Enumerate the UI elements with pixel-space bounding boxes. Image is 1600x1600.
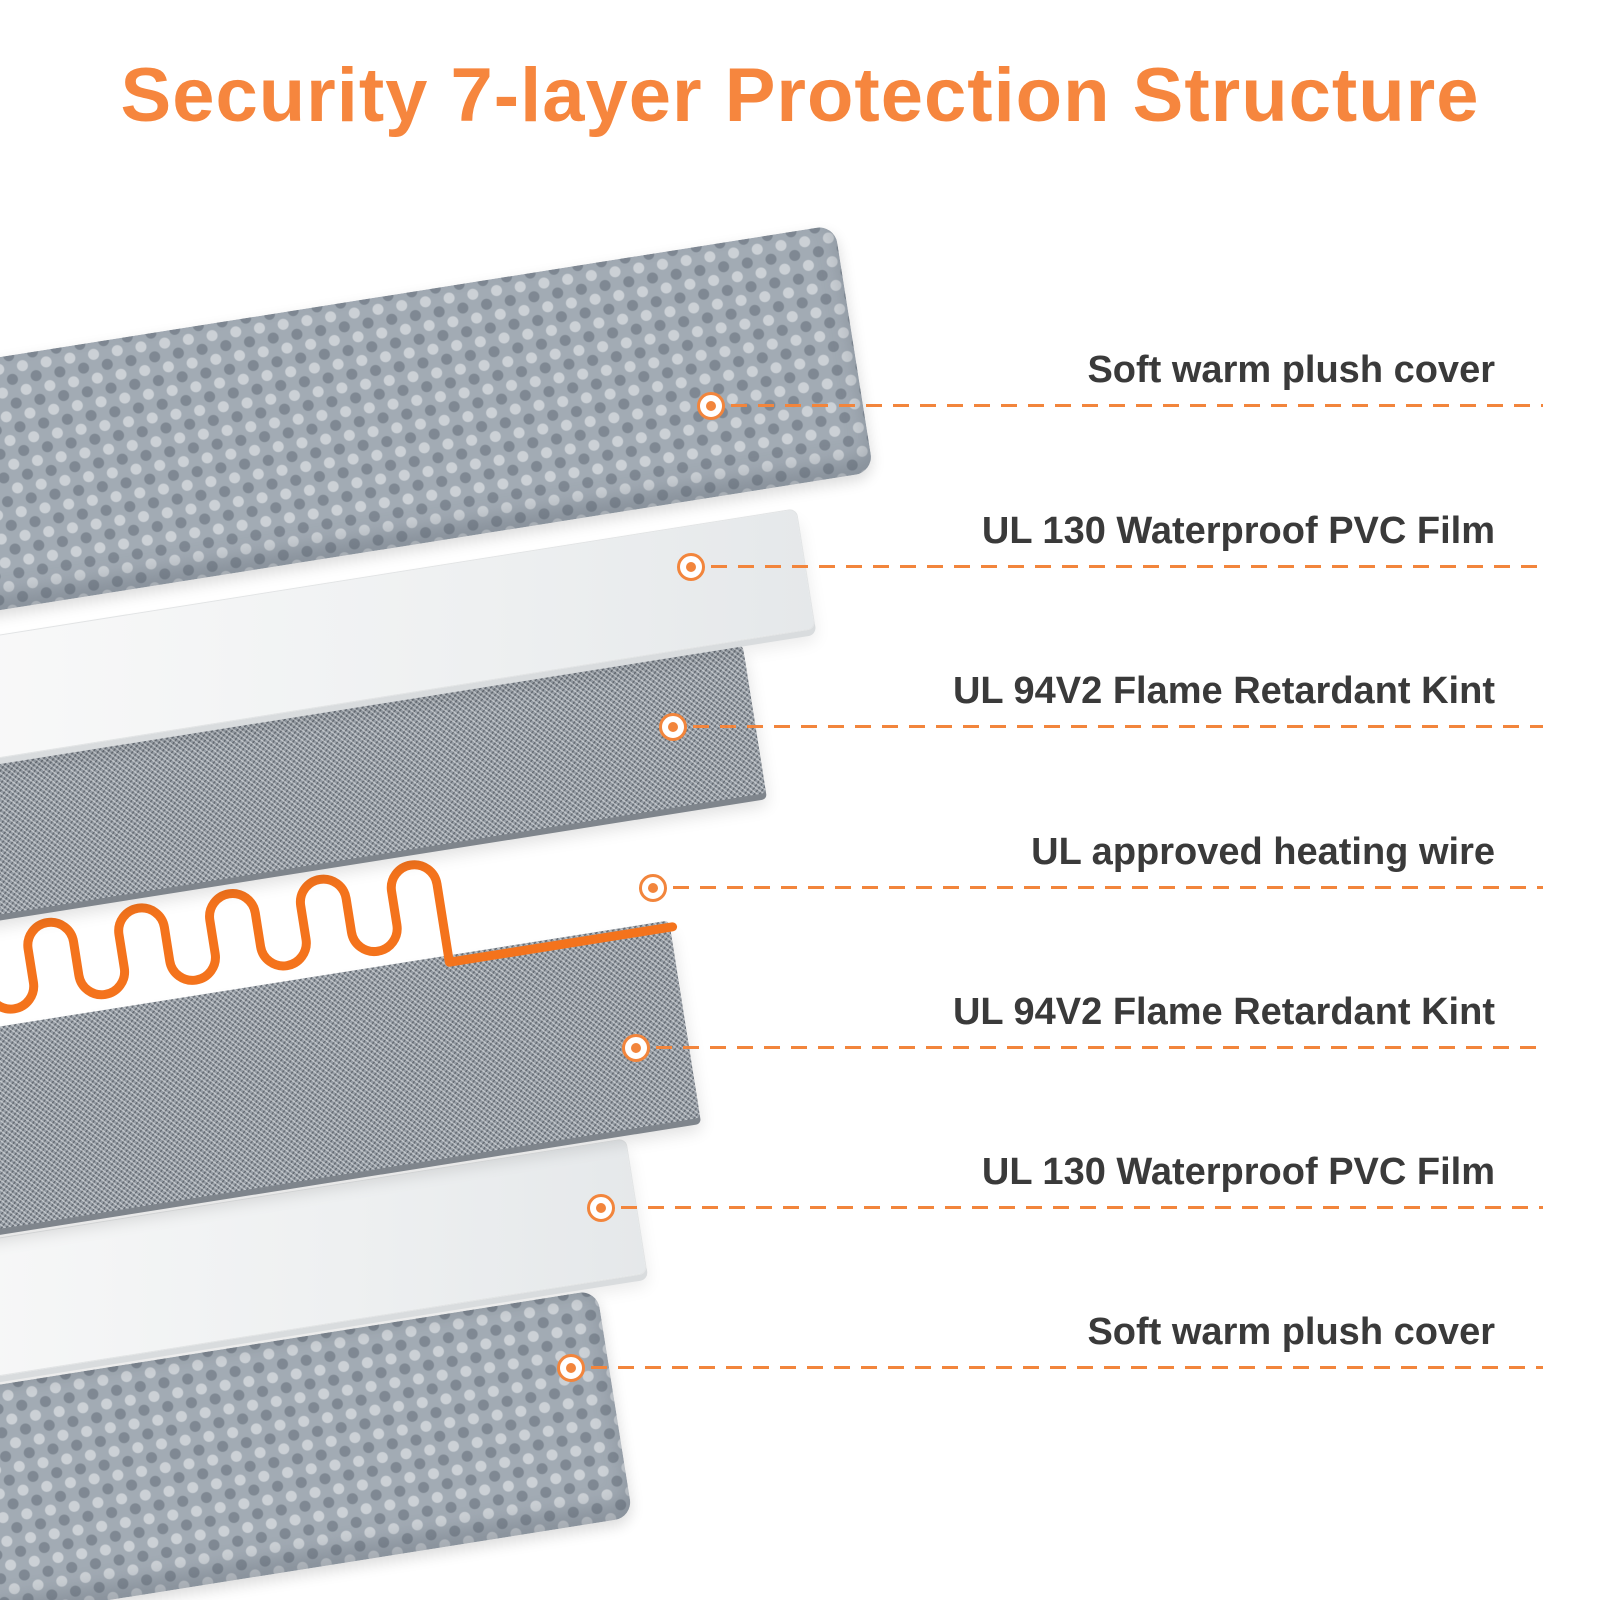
callout-dot-icon bbox=[686, 562, 696, 572]
callout-label: UL approved heating wire bbox=[1031, 831, 1495, 873]
callout-label: UL 94V2 Flame Retardant Kint bbox=[952, 670, 1495, 712]
callout-dot-icon bbox=[648, 883, 658, 893]
callout-label: Soft warm plush cover bbox=[1087, 1311, 1495, 1353]
callout-label: Soft warm plush cover bbox=[1087, 349, 1495, 391]
callout-dot-icon bbox=[596, 1203, 606, 1213]
callout-marker-icon bbox=[697, 392, 725, 420]
page-title: Security 7-layer Protection Structure bbox=[120, 53, 1480, 138]
callout-leader-line bbox=[621, 1206, 1543, 1209]
callout-leader-line bbox=[711, 565, 1543, 568]
layer-heating-wire bbox=[0, 804, 716, 1080]
callout-marker-icon bbox=[587, 1194, 615, 1222]
callout-label: UL 130 Waterproof PVC Film bbox=[981, 510, 1495, 552]
callout-leader-line bbox=[591, 1366, 1543, 1369]
callout-leader-line bbox=[656, 1046, 1543, 1049]
callout-dot-icon bbox=[566, 1363, 576, 1373]
callout-marker-icon bbox=[557, 1354, 585, 1382]
callout-leader-line bbox=[693, 725, 1543, 728]
callout-label: UL 130 Waterproof PVC Film bbox=[981, 1151, 1495, 1193]
callout-marker-icon bbox=[677, 553, 705, 581]
callout-marker-icon bbox=[659, 713, 687, 741]
callout-marker-icon bbox=[639, 874, 667, 902]
callout-leader-line bbox=[673, 886, 1543, 889]
callout-dot-icon bbox=[668, 722, 678, 732]
callout-leader-line bbox=[731, 404, 1543, 407]
callout-dot-icon bbox=[706, 401, 716, 411]
callout-label: UL 94V2 Flame Retardant Kint bbox=[952, 991, 1495, 1033]
callout-marker-icon bbox=[622, 1034, 650, 1062]
heating-wire-icon bbox=[0, 860, 678, 1039]
callout-dot-icon bbox=[631, 1043, 641, 1053]
